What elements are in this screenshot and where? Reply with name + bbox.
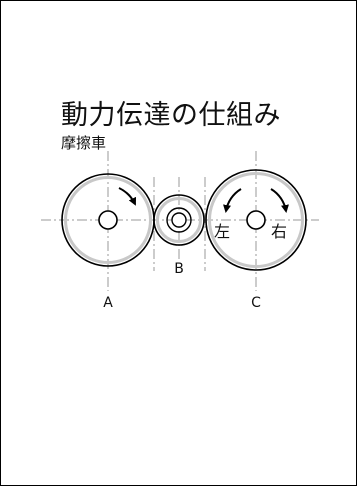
wheel-label-a: A — [103, 295, 113, 311]
wheel-b — [153, 194, 205, 246]
wheel-label-c: C — [251, 295, 261, 311]
page-subtitle: 摩擦車 — [61, 134, 107, 152]
shaft-a — [98, 210, 118, 230]
rotation-arrow-right-icon — [270, 188, 289, 213]
wheel-c: 左 右 — [205, 169, 307, 271]
label-left: 左 — [214, 222, 230, 241]
label-right: 右 — [271, 222, 287, 241]
shaft-b — [171, 212, 187, 228]
page-title: 動力伝達の仕組み — [61, 100, 281, 131]
rotation-arrow-left-icon — [223, 188, 242, 213]
rotation-arrow-a-icon — [118, 187, 137, 206]
wheel-label-b: B — [174, 261, 184, 277]
shaft-c — [246, 210, 266, 230]
